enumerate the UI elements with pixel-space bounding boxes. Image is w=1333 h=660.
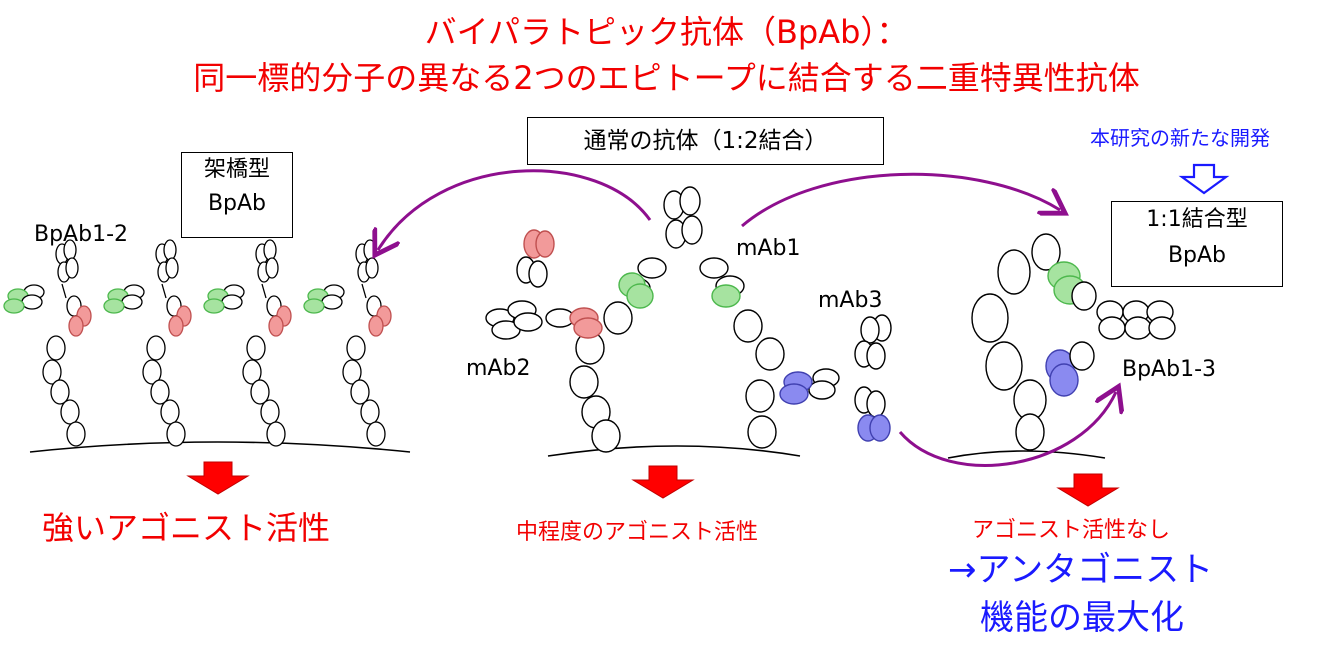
red-arrow-right [1056, 473, 1120, 507]
label-mab1: mAb1 [736, 236, 801, 261]
label-new-development: 本研究の新たな開発 [1090, 126, 1270, 150]
outcome-strong-agonist: 強いアゴニスト活性 [42, 509, 331, 547]
bridge-bpab-box: 架橋型 BpAb [181, 152, 293, 238]
title-line-1: バイパラトピック抗体（BpAb）： [424, 13, 909, 51]
bridge-antibody-chain [3, 239, 392, 447]
outcome-no-agonist: アゴニスト活性なし [972, 518, 1171, 543]
title-line-2: 同一標的分子の異なる2つのエピトープに結合する二重特異性抗体 [193, 59, 1140, 97]
label-bpab12: BpAb1-2 [34, 222, 129, 247]
bridge-box-line2: BpAb [207, 191, 267, 216]
type11-box-line1: 1:1結合型 [1146, 207, 1248, 232]
outcome-moderate-agonist: 中程度のアゴニスト活性 [516, 520, 759, 545]
label-bpab13: BpAb1-3 [1122, 357, 1217, 382]
membrane-right [947, 450, 1106, 459]
bpab13-antibody [971, 233, 1176, 451]
red-arrow-left [186, 461, 250, 495]
arrow-to-11 [741, 172, 1060, 228]
arrow-mab3-to-11 [898, 392, 1116, 467]
mab3-antibody [779, 314, 892, 442]
mab1-antibody [569, 186, 785, 453]
type11-bpab-box: 1:1結合型 BpAb [1111, 201, 1283, 287]
membrane-left [29, 441, 411, 453]
membrane-center [547, 445, 801, 457]
red-arrow-center [631, 465, 695, 499]
mab2-antibody [485, 229, 603, 340]
blue-down-arrow [1178, 163, 1230, 195]
label-mab2: mAb2 [466, 356, 531, 381]
normal-box-label: 通常の抗体（1:2結合） [583, 128, 828, 154]
outcome-maximize: 機能の最大化 [980, 598, 1184, 638]
label-mab3: mAb3 [818, 288, 883, 313]
outcome-antagonist: →アンタゴニスト [948, 550, 1214, 590]
normal-antibody-box: 通常の抗体（1:2結合） [527, 117, 884, 165]
type11-box-line2: BpAb [1167, 243, 1227, 268]
arrow-to-bridge [378, 169, 652, 250]
bridge-box-line1: 架橋型 [203, 157, 270, 182]
